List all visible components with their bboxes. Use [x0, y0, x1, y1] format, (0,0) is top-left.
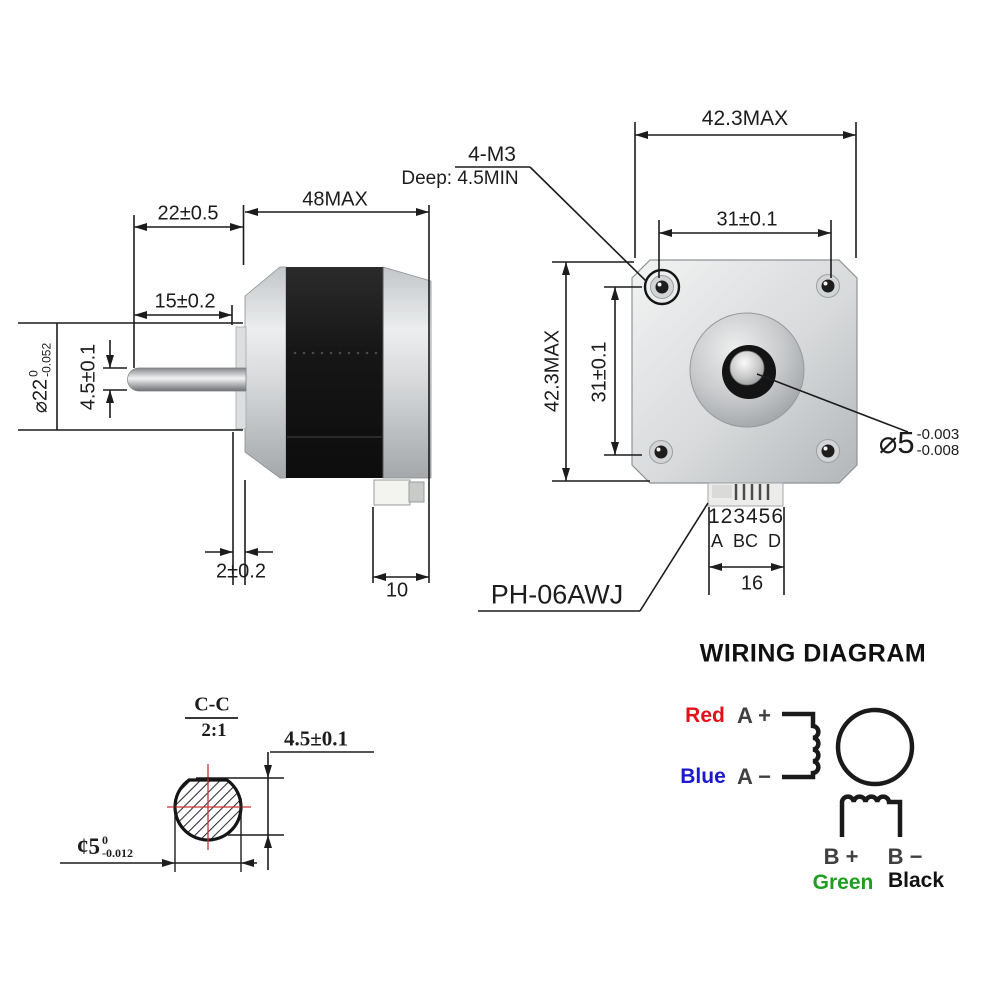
phase-a-coil — [782, 711, 821, 780]
front-view-motor — [631, 259, 858, 507]
pin-letter-d: D — [768, 531, 781, 551]
section-cc-view — [60, 717, 374, 872]
dia-shaft-tol-upper: -0.003 — [916, 425, 960, 443]
wire-blue-label: Blue — [680, 765, 726, 788]
pin-letter-a: A — [711, 531, 724, 551]
dim-flat-length-label: 15±0.2 — [154, 290, 216, 313]
terminal-b-minus: B − — [887, 844, 923, 869]
thread-depth-label: Deep: 4.5MIN — [401, 168, 519, 189]
dim-pilot-depth-label: 2±0.2 — [216, 560, 266, 583]
dia-shaft-label: ⌀5 -0.003 -0.008 — [879, 425, 959, 461]
dia-pilot-tol-upper: 0 — [26, 370, 41, 377]
wire-green-label: Green — [812, 871, 874, 894]
connector-part-number-label: PH-06AWJ — [490, 579, 624, 610]
side-view-motor — [127, 266, 432, 506]
section-dia-shaft-label: ¢5 0 -0.012 — [77, 834, 133, 860]
thread-callout-label: 4-M3 — [468, 143, 516, 166]
connector-front — [707, 482, 784, 507]
dim-shaft-flat-label: 4.5±0.1 — [77, 343, 100, 411]
section-dia-tol-upper: 0 — [102, 833, 108, 848]
section-dia-tol-lower: -0.012 — [102, 846, 133, 860]
section-dia-value: ¢5 — [77, 834, 100, 859]
dim-width-top-label: 42.3MAX — [701, 107, 789, 130]
pin-letter-bc: BC — [733, 531, 759, 551]
dim-connector-width-label: 10 — [385, 579, 409, 602]
dim-height-left-label: 42.3MAX — [541, 329, 564, 413]
wiring-diagram-title: WIRING DIAGRAM — [699, 639, 927, 668]
connector-pin-numbers: 123456 — [707, 505, 785, 528]
connector-side — [373, 479, 425, 506]
mounting-holes — [649, 274, 840, 464]
motor-rotor-circle — [835, 707, 915, 787]
dia-pilot-label: ⌀22 0 -0.052 — [26, 342, 53, 414]
phase-b-coil — [839, 794, 903, 837]
front-view-dimensions — [455, 122, 909, 612]
shaft-side — [127, 367, 247, 392]
dim-shaft-length-label: 22±0.5 — [157, 202, 219, 225]
thread-callout-ring — [643, 268, 681, 306]
terminal-b-plus: B + — [823, 844, 859, 869]
section-label: C-C — [194, 693, 230, 716]
dia-pilot-tol-lower: -0.052 — [39, 342, 53, 377]
dim-hole-spacing-top-label: 31±0.1 — [716, 208, 778, 231]
terminal-a-minus: A − — [736, 764, 772, 789]
dia-shaft-tol-lower: -0.008 — [916, 442, 960, 459]
side-view-dimensions — [18, 205, 430, 585]
connector-pin-letters: A BC D — [711, 531, 781, 552]
section-dim-flat-label: 4.5±0.1 — [283, 726, 349, 751]
dia-shaft-value: ⌀5 — [878, 425, 915, 460]
label-seam-dots — [293, 351, 378, 355]
wiring-diagram-schematic — [782, 707, 915, 837]
dia-pilot-value: ⌀22 — [29, 378, 52, 414]
dim-hole-spacing-left-label: 31±0.1 — [588, 341, 611, 403]
dim-body-length-label: 48MAX — [302, 188, 368, 211]
section-scale: 2:1 — [201, 720, 227, 741]
terminal-a-plus: A + — [736, 703, 772, 728]
connector-dim-width-label: 16 — [740, 572, 764, 595]
wire-black-label: Black — [887, 869, 945, 892]
wire-red-label: Red — [685, 704, 725, 727]
shaft-front — [729, 350, 765, 386]
